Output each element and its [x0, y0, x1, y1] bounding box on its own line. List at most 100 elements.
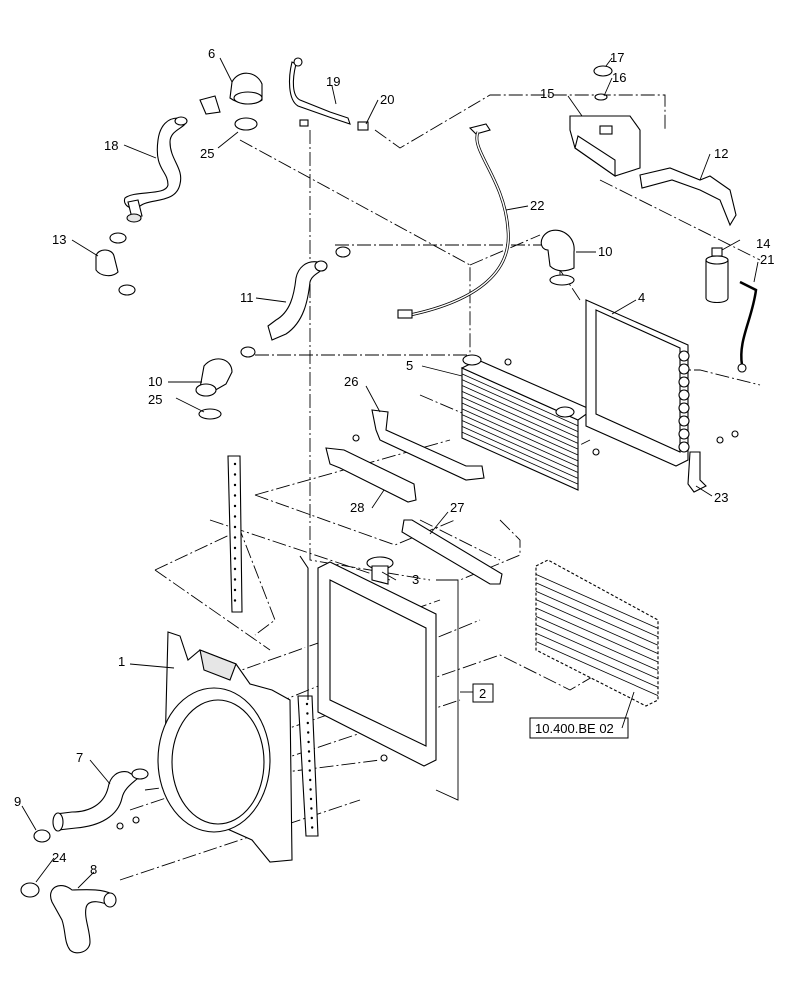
cooler-fin [461, 420, 579, 473]
item-11-hose [240, 246, 351, 358]
cooler-fin [461, 425, 579, 479]
condenser-tube-end [678, 376, 690, 388]
item-13-small-elbow [95, 232, 136, 296]
item-22-long-pipe [397, 123, 510, 319]
callout-19: 19 [326, 74, 340, 89]
seal-dot [233, 483, 237, 487]
seal-dot [307, 750, 311, 753]
callout-10-lower: 10 [148, 374, 162, 389]
seal-dot [233, 557, 237, 560]
item-10-upper-elbow [540, 229, 575, 286]
small-hardware [116, 358, 739, 830]
callout-7: 7 [76, 750, 83, 765]
reference-box [529, 717, 629, 739]
callout-2: 2 [479, 686, 486, 701]
callout-25-upper: 25 [200, 146, 214, 161]
cooler-fin [461, 402, 579, 456]
seal-dot [311, 826, 314, 829]
callout-27: 27 [450, 500, 464, 515]
callout-5: 5 [406, 358, 413, 373]
reference-fin [535, 574, 659, 629]
item-24-clamp [20, 882, 40, 898]
callout-16: 16 [612, 70, 626, 85]
seal-dot [308, 769, 311, 772]
condenser-tube-end [678, 415, 690, 427]
callout-4: 4 [638, 290, 645, 305]
callout-3: 3 [412, 572, 419, 587]
seal-dot [309, 797, 313, 801]
reference-fin [535, 624, 659, 680]
seal-dot [233, 462, 237, 466]
callout-26: 26 [344, 374, 358, 389]
callout-24: 24 [52, 850, 66, 865]
leader-lines [21, 57, 759, 889]
callout-20: 20 [380, 92, 394, 107]
callout-labels: 6 18 25 19 20 17 16 15 12 22 10 14 21 13… [14, 46, 774, 877]
callout-12: 12 [714, 146, 728, 161]
cooler-fin [461, 390, 579, 444]
callout-25-lower: 25 [148, 392, 162, 407]
reference-fin [535, 607, 659, 663]
condenser-tube-end [678, 441, 690, 453]
cooler-fin [461, 431, 579, 485]
callout-23: 23 [714, 490, 728, 505]
item-8-hose [50, 885, 117, 954]
callout-box-2 [472, 683, 494, 703]
seal-dot [233, 567, 237, 571]
cooler-fin [461, 408, 579, 462]
item-10-lower-elbow [195, 358, 233, 420]
item-15-reservoir [569, 65, 641, 178]
condenser-tube-end [678, 428, 690, 440]
reference-fin [535, 590, 659, 646]
item-9-clamp [33, 829, 51, 843]
condenser-tube-end [678, 363, 690, 375]
item-12-bracket [639, 167, 737, 227]
seal-dot [308, 759, 311, 763]
seal-dot [233, 494, 237, 497]
cooler-fin [461, 396, 579, 450]
item-7-hose [52, 768, 149, 832]
seal-dot [307, 740, 310, 744]
callout-18: 18 [104, 138, 118, 153]
rubber-seal-strips [227, 455, 319, 837]
item-21-line [737, 280, 758, 373]
seal-dot [233, 515, 237, 518]
item-14-receiver-drier [705, 247, 729, 304]
condenser-tube-end [678, 350, 690, 362]
seal-dot [233, 588, 237, 592]
seal-dot [310, 816, 313, 820]
cooler-fin [461, 373, 579, 427]
item-28-bracket [325, 447, 417, 503]
item-23-bracket [687, 451, 707, 493]
item-1-fan-shroud [157, 631, 293, 863]
reference-fin [535, 582, 659, 638]
item-27-bar [401, 519, 503, 585]
callout-8: 8 [90, 862, 97, 877]
seal-dot [310, 807, 313, 810]
item-19-tube [288, 57, 369, 131]
seal-dot [233, 578, 237, 581]
callout-6: 6 [208, 46, 215, 61]
seal-dot [233, 536, 237, 539]
reference-fin [535, 599, 659, 654]
reference-assembly [529, 559, 659, 739]
callout-14: 14 [756, 236, 770, 251]
seal-dot [233, 473, 237, 476]
cooler-fin [461, 379, 579, 433]
seal-dot [306, 721, 309, 725]
seal-dot [233, 599, 237, 602]
callout-10-upper: 10 [598, 244, 612, 259]
item-4-condenser [585, 299, 690, 467]
callout-21: 21 [760, 252, 774, 267]
item-26-bracket [371, 409, 485, 481]
seal-dot [307, 731, 310, 734]
callout-17: 17 [610, 50, 624, 65]
reference-fin [535, 632, 659, 688]
reference-box-label: 10.400.BE 02 [535, 721, 614, 736]
condenser-tube-end [678, 402, 690, 414]
item-2-bracket-line [435, 579, 494, 801]
callout-22: 22 [530, 198, 544, 213]
cooler-fin [461, 414, 579, 468]
seal-dot [306, 712, 309, 715]
